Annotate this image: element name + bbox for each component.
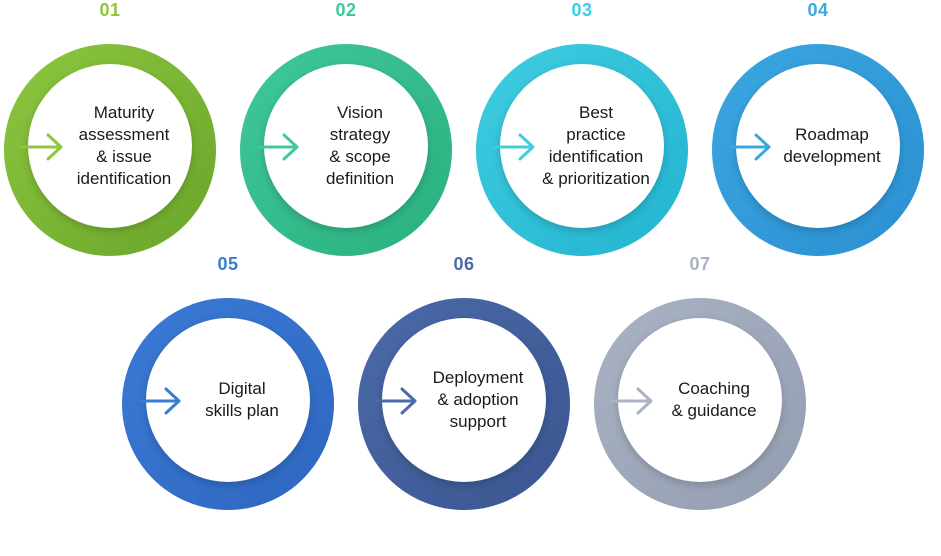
step-04: 04 Roadmap development (712, 0, 924, 256)
step-number: 02 (335, 0, 357, 20)
step-02: 02 Vision strategy & scope definition (240, 0, 452, 256)
step-label: Maturity assessment & issue identificati… (76, 103, 172, 188)
step-number: 06 (453, 254, 475, 274)
step-number: 01 (99, 0, 121, 20)
arrow-right-icon (728, 133, 771, 161)
step-01: 01 Maturity assessment & issue identific… (4, 0, 216, 256)
arrow-right-icon (610, 387, 653, 415)
arrow-right-icon (374, 387, 417, 415)
step-06: 06 Deployment & adoption support (358, 254, 570, 510)
step-label: Roadmap development (783, 125, 881, 166)
step-07: 07 Coaching & guidance (594, 254, 806, 510)
step-number: 07 (689, 254, 711, 274)
step-number: 04 (807, 0, 829, 20)
step-label: Coaching & guidance (671, 379, 757, 420)
step-05: 05 Digital skills plan (122, 254, 334, 510)
step-03: 03 Best practice identification & priori… (476, 0, 688, 256)
arrow-right-icon (256, 133, 299, 161)
step-number: 03 (571, 0, 593, 20)
step-label: Best practice identification & prioritiz… (542, 103, 650, 188)
step-label: Digital skills plan (205, 379, 279, 420)
step-label: Vision strategy & scope definition (325, 103, 395, 188)
arrow-right-icon (20, 133, 63, 161)
arrow-right-icon (492, 133, 535, 161)
arrow-right-icon (138, 387, 181, 415)
step-number: 05 (217, 254, 239, 274)
step-label: Deployment & adoption support (432, 368, 524, 431)
